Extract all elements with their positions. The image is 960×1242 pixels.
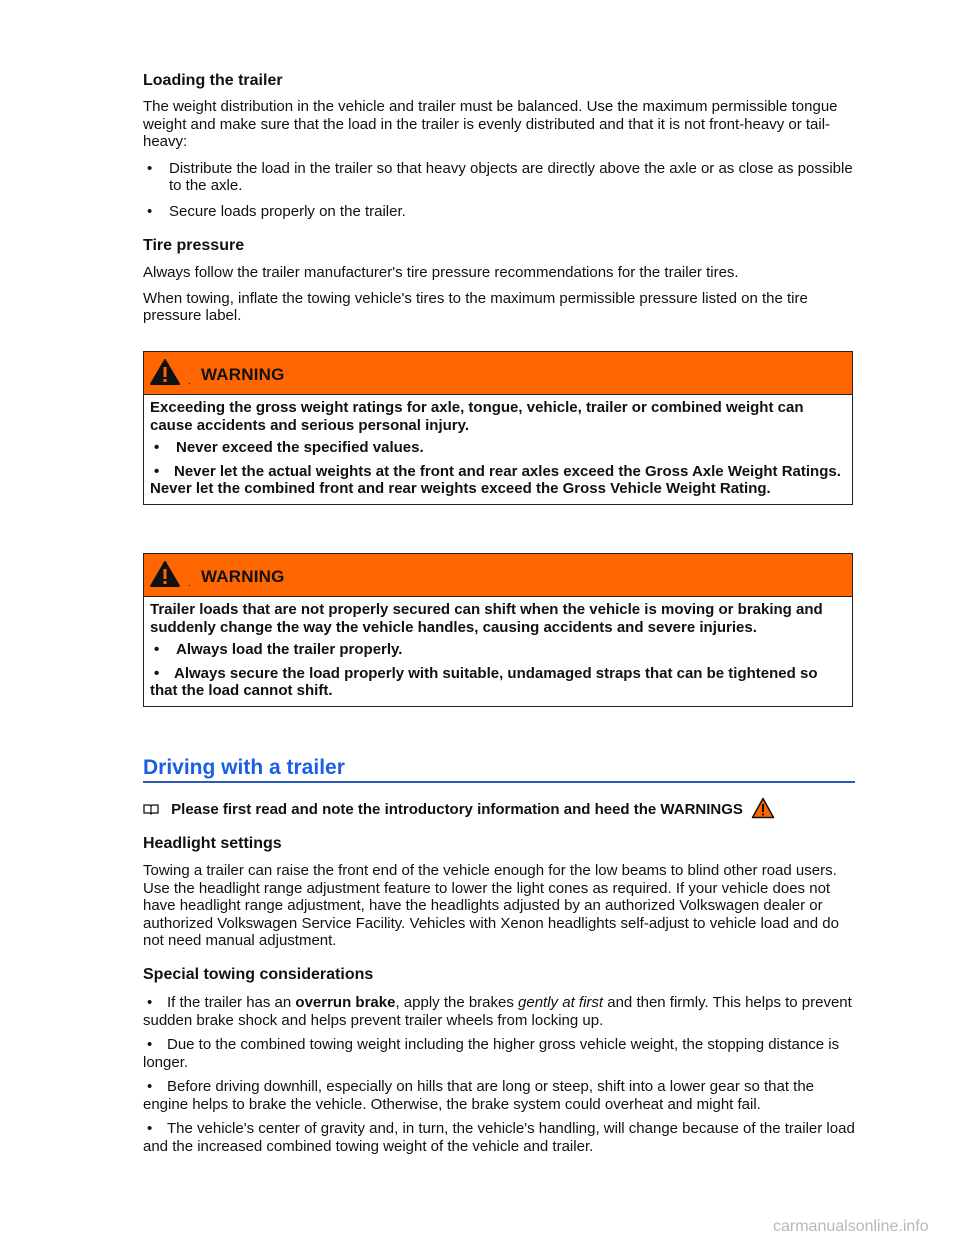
list-item: •Before driving downhill, especially on …	[143, 1078, 815, 1113]
bullet-icon: •	[154, 439, 160, 456]
list-item: •The vehicle's center of gravity and, in…	[143, 1120, 855, 1155]
tire-paragraph-1: Always follow the trailer manufacturer's…	[143, 264, 739, 281]
warning-intro: Trailer loads that are not properly secu…	[150, 601, 823, 636]
watermark: carmanualsonline.info	[773, 1218, 929, 1235]
bullet-icon: •	[147, 1120, 153, 1137]
warning-reference-icon[interactable]	[751, 797, 775, 819]
bullet-icon: •	[154, 462, 160, 480]
warning-body: Exceeding the gross weight ratings for a…	[144, 395, 852, 504]
book-icon	[143, 804, 159, 815]
warning-label: WARNING	[201, 365, 285, 384]
tire-section: Tire pressure Always follow the trailer …	[143, 236, 855, 325]
warning-box-1: . WARNING Exceeding the gross weight rat…	[143, 351, 853, 505]
section-title: Driving with a trailer	[143, 756, 855, 783]
warning-body: Trailer loads that are not properly secu…	[144, 597, 852, 706]
bullet-icon: •	[147, 994, 153, 1011]
bullet-icon: •	[147, 1078, 153, 1095]
list-item: • Always load the trailer properly.	[150, 641, 846, 659]
headlight-section: Headlight settings Towing a trailer can …	[143, 834, 855, 950]
tire-title: Tire pressure	[143, 237, 245, 254]
loading-intro: The weight distribution in the vehicle a…	[143, 98, 838, 150]
list-item: • Secure loads properly on the trailer.	[143, 203, 855, 221]
loading-title: Loading the trailer	[143, 72, 283, 89]
special-title: Special towing considerations	[143, 966, 374, 983]
bullet-icon: •	[147, 202, 153, 220]
special-section: Special towing considerations •If the tr…	[143, 965, 855, 1155]
intro-note-text: Please first read and note the introduct…	[171, 801, 743, 818]
warning-header: . WARNING	[144, 352, 852, 395]
headlight-paragraph: Towing a trailer can raise the front end…	[143, 862, 839, 949]
warning-box-2: . WARNING Trailer loads that are not pro…	[143, 553, 853, 707]
warning-triangle-icon	[150, 359, 180, 385]
bullet-icon: •	[147, 159, 153, 177]
loading-section: Loading the trailer The weight distribut…	[143, 71, 855, 220]
warning-label: WARNING	[201, 567, 285, 586]
tire-paragraph-2: When towing, inflate the towing vehicle'…	[143, 289, 808, 325]
headlight-title: Headlight settings	[143, 835, 282, 852]
warning-header: . WARNING	[144, 554, 852, 597]
list-item: • Never exceed the specified values.	[150, 439, 846, 457]
warning-triangle-icon	[150, 561, 180, 587]
intro-note: Please first read and note the introduct…	[143, 797, 775, 819]
warning-intro: Exceeding the gross weight ratings for a…	[150, 399, 804, 434]
list-item: •Never let the actual weights at the fro…	[150, 462, 841, 498]
list-item: • Distribute the load in the trailer so …	[143, 160, 855, 195]
bullet-icon: •	[154, 641, 160, 658]
list-item: •If the trailer has an overrun brake, ap…	[143, 994, 852, 1029]
list-item: •Always secure the load properly with su…	[150, 664, 818, 700]
bullet-icon: •	[147, 1036, 153, 1053]
list-item: •Due to the combined towing weight inclu…	[143, 1036, 840, 1071]
bullet-icon: •	[154, 664, 160, 682]
